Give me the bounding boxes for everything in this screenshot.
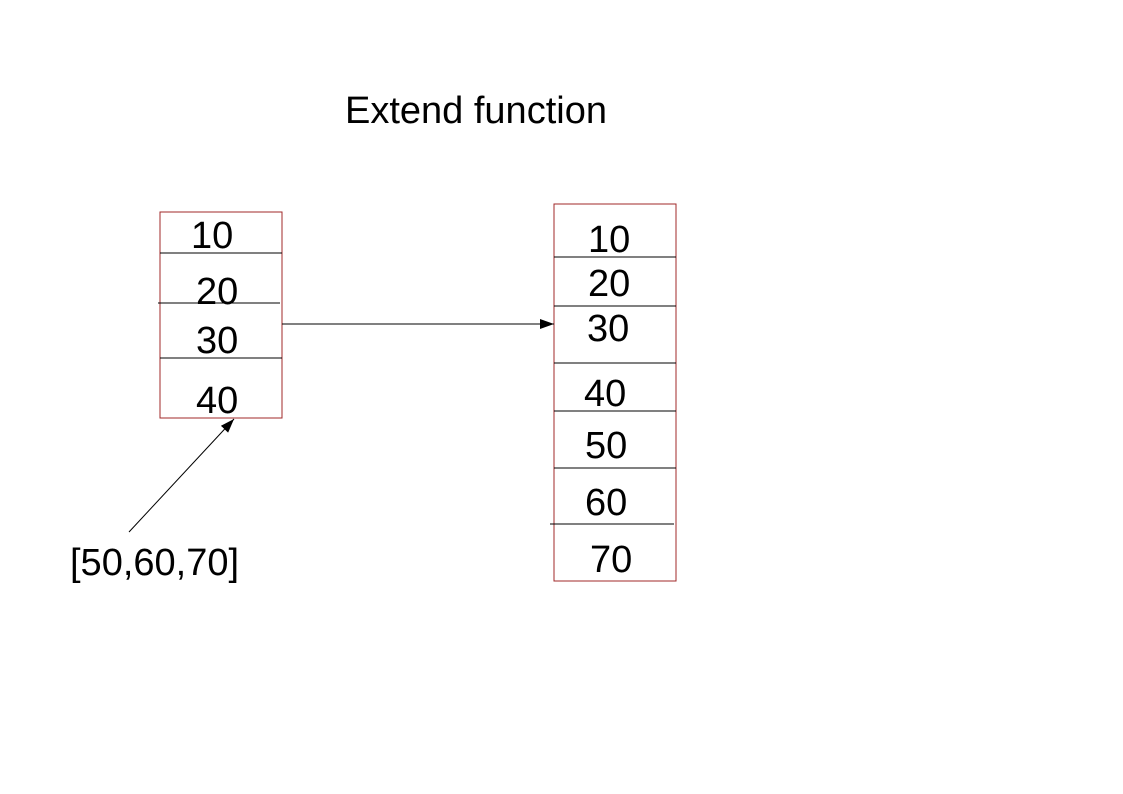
result-list-border [553,203,677,582]
extension-input-arrow [128,418,235,533]
result-list-item: 30 [587,308,629,350]
result-list-item: 50 [585,425,627,467]
extension-list-label: [50,60,70] [70,542,239,584]
original-list-item: 40 [196,380,238,422]
result-list-item: 20 [588,263,630,305]
original-list-border [159,211,283,419]
result-list-item: 60 [585,482,627,524]
result-list-item: 10 [588,219,630,261]
original-list-item: 30 [196,320,238,362]
original-list-item: 20 [196,271,238,313]
result-list-item: 40 [584,373,626,415]
original-list-box: 10 20 30 40 [158,211,283,422]
result-list-box: 10 20 30 40 50 60 70 [550,203,677,582]
diagram-title: Extend function [345,90,607,132]
original-list-item: 10 [191,215,233,257]
result-list-item: 70 [590,539,632,581]
